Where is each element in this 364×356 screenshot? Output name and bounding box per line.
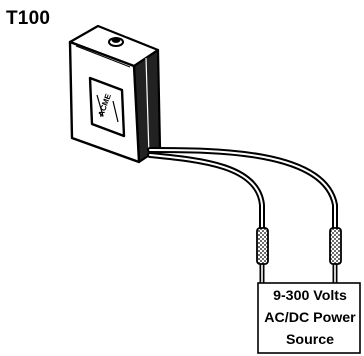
power-source-box bbox=[257, 282, 361, 354]
left-probe-icon bbox=[256, 227, 269, 265]
lead-wires bbox=[147, 147, 338, 286]
power-source-line-3: Source bbox=[285, 332, 335, 348]
power-source-line-1: 9-300 Volts bbox=[273, 288, 347, 304]
screw-icon bbox=[108, 37, 124, 47]
power-source-label: 9-300 Volts AC/DC Power Source bbox=[259, 285, 361, 351]
model-label: T100 bbox=[6, 8, 51, 29]
left-lead-wire bbox=[147, 152, 265, 235]
t100-device: ACME bbox=[68, 24, 162, 164]
right-lead-wire bbox=[147, 147, 338, 235]
power-source-line-2: AC/DC Power bbox=[264, 310, 356, 326]
device-logo-sticker: ACME bbox=[88, 76, 126, 138]
right-probe-icon bbox=[329, 227, 342, 265]
